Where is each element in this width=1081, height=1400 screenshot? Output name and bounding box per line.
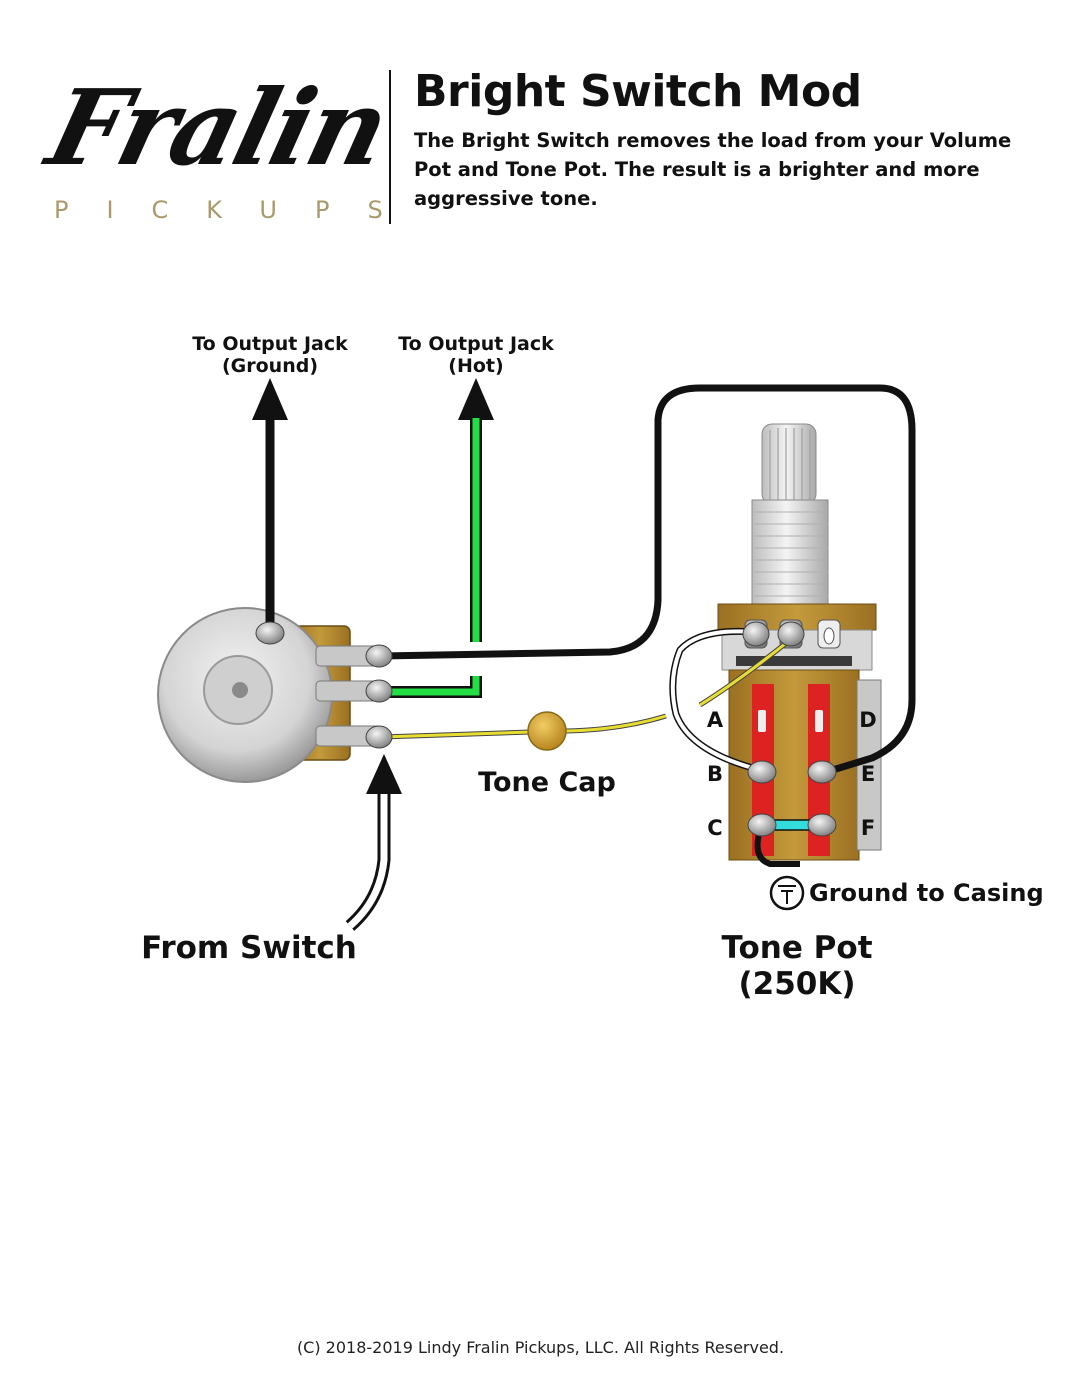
volume-pot-rivet [232,682,248,698]
label-output-ground-line1: To Output Jack [192,333,348,355]
wire-white-jumper [670,629,761,772]
solder-joint [742,621,770,647]
volume-pot [157,607,383,783]
solder-joint-c [747,813,777,837]
wire-yellow-pot [699,638,791,707]
tone-pot-slot [736,656,852,666]
label-from-switch: From Switch [141,930,357,966]
label-output-hot-line2: (Hot) [448,355,503,377]
label-terminal-e: E [861,762,875,786]
label-terminal-f: F [861,816,875,840]
solder-joint [365,644,393,668]
label-terminal-b: B [707,762,723,786]
page-title: Bright Switch Mod [414,66,862,117]
solder-joint [365,679,393,703]
page-description: The Bright Switch removes the load from … [414,129,1012,210]
solder-joint [365,725,393,749]
switch-slot-d [815,710,823,732]
label-ground-to-casing: Ground to Casing [809,879,1044,907]
header-divider [389,70,391,224]
label-tone-cap: Tone Cap [478,767,616,798]
copyright-footer: (C) 2018-2019 Lindy Fralin Pickups, LLC.… [296,1338,785,1357]
solder-joint-f [807,813,837,837]
solder-joint [255,621,285,645]
solder-joints [255,621,837,837]
label-tone-pot: Tone Pot [721,930,872,966]
label-tone-pot-value: (250K) [738,966,855,1002]
tone-pot-lug-3-hole [823,627,835,645]
solder-joint-b [747,760,777,784]
wire-from-switch-white [347,790,388,929]
arrow-up-icon [252,378,288,420]
label-output-hot-line1: To Output Jack [398,333,554,355]
label-terminal-d: D [859,708,876,732]
arrow-up-icon [366,754,402,794]
wire-yellow-tone [381,730,531,739]
tone-pot-bushing [751,499,829,607]
fralin-logo-pickups: PICKUPS [54,196,421,224]
label-output-ground-line2: (Ground) [222,355,318,377]
wire-black-loop [379,384,916,776]
tone-pot-knurl-lines [769,428,811,502]
label-terminal-a: A [707,708,724,732]
label-terminal-c: C [707,816,722,840]
switch-slot-a [758,710,766,732]
ground-symbol-icon [769,875,805,911]
tone-pot-thread-lines [752,511,828,597]
tone-cap [527,711,567,751]
wire-yellow-cap-lead [565,714,667,733]
wire-hot-green [382,676,480,696]
solder-joint [777,621,805,647]
solder-joint-e [807,760,837,784]
arrow-up-icon [458,378,494,420]
